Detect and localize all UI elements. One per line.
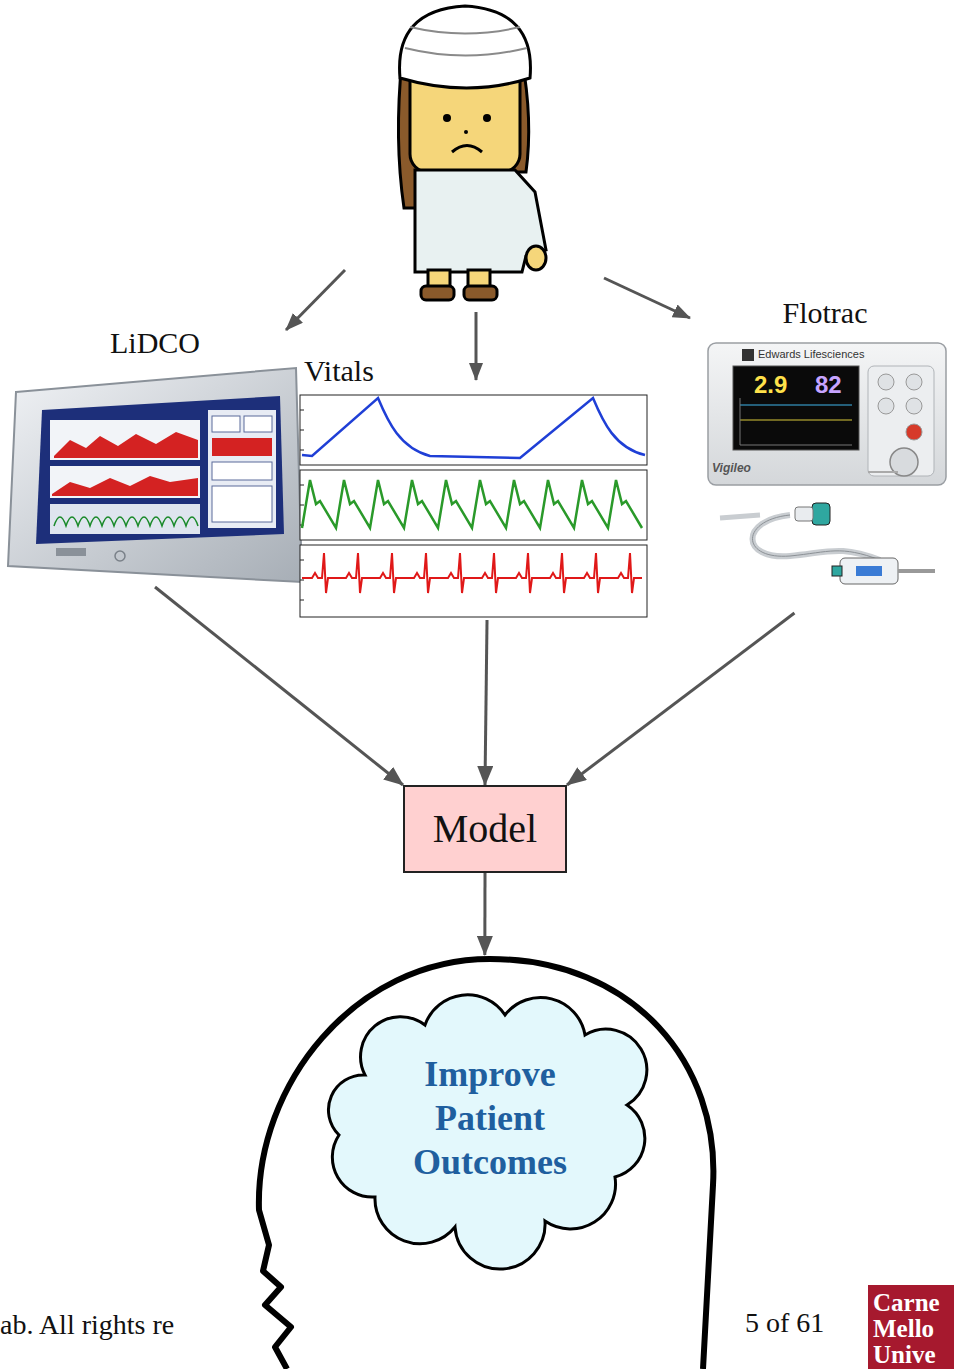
flotrac-device — [708, 343, 946, 584]
text-label: Vigileo — [712, 462, 751, 475]
text-label: Mello — [873, 1315, 934, 1343]
flow-arrow — [485, 620, 487, 785]
thought-text-area: Improve Patient Outcomes — [350, 1025, 630, 1210]
signal-panel: Vitals — [298, 352, 650, 620]
panel-title: Vitals — [304, 354, 524, 389]
text-label: Unive — [873, 1341, 936, 1369]
thought-cloud — [328, 995, 646, 1269]
device-panel: Flotrac — [695, 292, 950, 613]
panel-heading: Flotrac — [745, 296, 905, 331]
device-panel: LiDCO — [5, 322, 305, 587]
text-label: Edwards Lifesciences — [758, 348, 864, 360]
text-label: 2.9 — [754, 372, 787, 398]
panel-title: Flotrac — [745, 296, 905, 331]
panel-heading: Vitals — [304, 354, 524, 389]
text-label: Carne — [873, 1289, 940, 1317]
box-label: Model — [433, 807, 537, 851]
university-logo — [868, 1285, 954, 1369]
flow-arrow — [567, 613, 794, 785]
flow-arrow — [483, 873, 486, 955]
panel-heading: LiDCO — [5, 326, 305, 361]
text-label: 5 of 61 — [745, 1308, 824, 1339]
thought-text: Improve Patient Outcomes — [383, 1052, 598, 1184]
text-label: 82 — [815, 372, 842, 398]
lidco-monitor — [8, 368, 302, 582]
vital-signs-plots — [300, 395, 647, 617]
text-label: ab. All rights re — [0, 1310, 174, 1341]
thought-head: Improve Patient Outcomes — [255, 955, 725, 1369]
panel-title: LiDCO — [5, 326, 305, 361]
head-profile — [259, 959, 714, 1369]
patient-figure — [398, 6, 546, 300]
flow-arrow — [155, 587, 403, 785]
process-box: Model — [403, 785, 567, 873]
